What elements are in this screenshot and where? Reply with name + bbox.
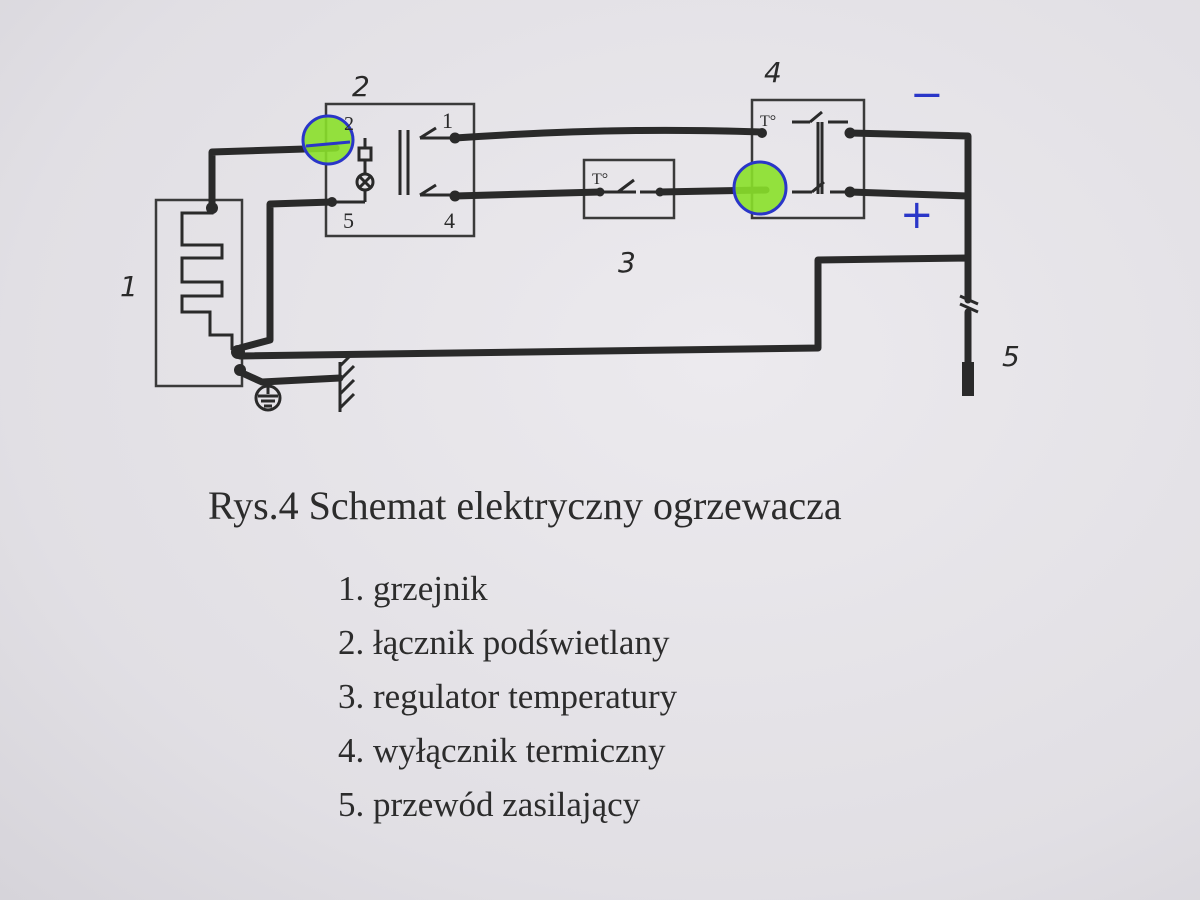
legend-item-power-cord: 5. przewód zasilający (338, 785, 641, 824)
label-thermal-cutout: 4 (764, 56, 782, 89)
switch-actuator (398, 130, 410, 195)
terminal-label-2: 2 (344, 113, 354, 135)
heater (154, 198, 246, 388)
wire-cutout-minus (846, 129, 972, 264)
lit-switch-housing (324, 102, 476, 238)
handwritten-minus: − (910, 72, 944, 118)
cutout-symbol: T° (760, 113, 776, 130)
lamp-icon (355, 172, 375, 192)
cutout-housing (750, 98, 866, 220)
terminal-label-1: 1 (442, 108, 453, 133)
legend-list: 1. grzejnik 2. łącznik podświetlany 3. r… (338, 562, 677, 832)
cord-break-mark (959, 294, 979, 314)
regulator-symbol: T° (592, 171, 608, 188)
legend-item-lit-switch: 2. łącznik podświetlany (338, 623, 670, 662)
handwritten-plus: + (900, 192, 934, 238)
lamp-wiring (332, 138, 367, 204)
wire-switch-to-regulator (451, 188, 604, 200)
wire-heater-to-switch (208, 144, 340, 212)
terminal-label-5: 5 (343, 208, 354, 233)
wire-cutout-plus (846, 188, 972, 200)
wiring (208, 126, 979, 396)
ground-icon (254, 382, 282, 412)
legend-item-temp-regulator: 3. regulator temperatury (338, 677, 678, 716)
highlight-mark-switch (301, 114, 355, 166)
heater-housing (154, 198, 244, 388)
label-power-cord: 5 (1002, 340, 1020, 373)
figure-caption: Rys.4 Schemat elektryczny ogrzewacza (208, 483, 842, 528)
wire-return (236, 254, 972, 360)
wire-switch-to-heater (236, 198, 336, 352)
heater-element (180, 205, 234, 350)
wire-to-ground (236, 368, 344, 386)
switch-coil (357, 146, 373, 162)
legend-item-thermal-cutout: 4. wyłącznik termiczny (338, 731, 666, 770)
switch-contacts (419, 126, 452, 197)
legend-item-heater: 1. grzejnik (338, 569, 488, 608)
regulator-contact (600, 178, 660, 194)
label-lit-switch: 2 (352, 70, 370, 103)
wire-switch-to-cutout (451, 126, 766, 142)
plug-end (962, 362, 974, 396)
label-heater: 1 (120, 270, 138, 303)
cutout-upper-contact (792, 110, 848, 194)
chassis-ground-icon (338, 350, 356, 412)
highlight-mark-cutout (732, 160, 788, 216)
terminal-label-4: 4 (444, 208, 455, 233)
label-temp-regulator: 3 (618, 246, 636, 279)
cutout-lower-contact (792, 180, 848, 194)
